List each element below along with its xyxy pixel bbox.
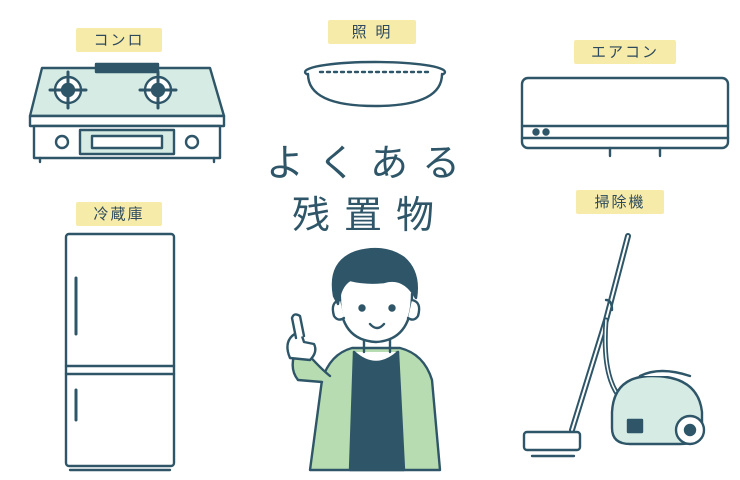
ceiling-light-icon [303, 60, 447, 108]
gas-stove-icon [28, 62, 226, 164]
title-line-1: よくある [265, 141, 474, 185]
light-label: 照 明 [328, 20, 416, 44]
vacuum-cleaner-icon [522, 233, 706, 458]
title-line-2: 残置物 [291, 193, 448, 237]
stove-label: コンロ [76, 28, 162, 52]
refrigerator-icon [64, 232, 176, 472]
pointing-person-illustration [286, 247, 442, 472]
vacuum-label: 掃除機 [576, 190, 664, 214]
air-conditioner-icon [520, 76, 730, 158]
fridge-label: 冷蔵庫 [76, 202, 162, 226]
aircon-label: エアコン [574, 40, 676, 64]
